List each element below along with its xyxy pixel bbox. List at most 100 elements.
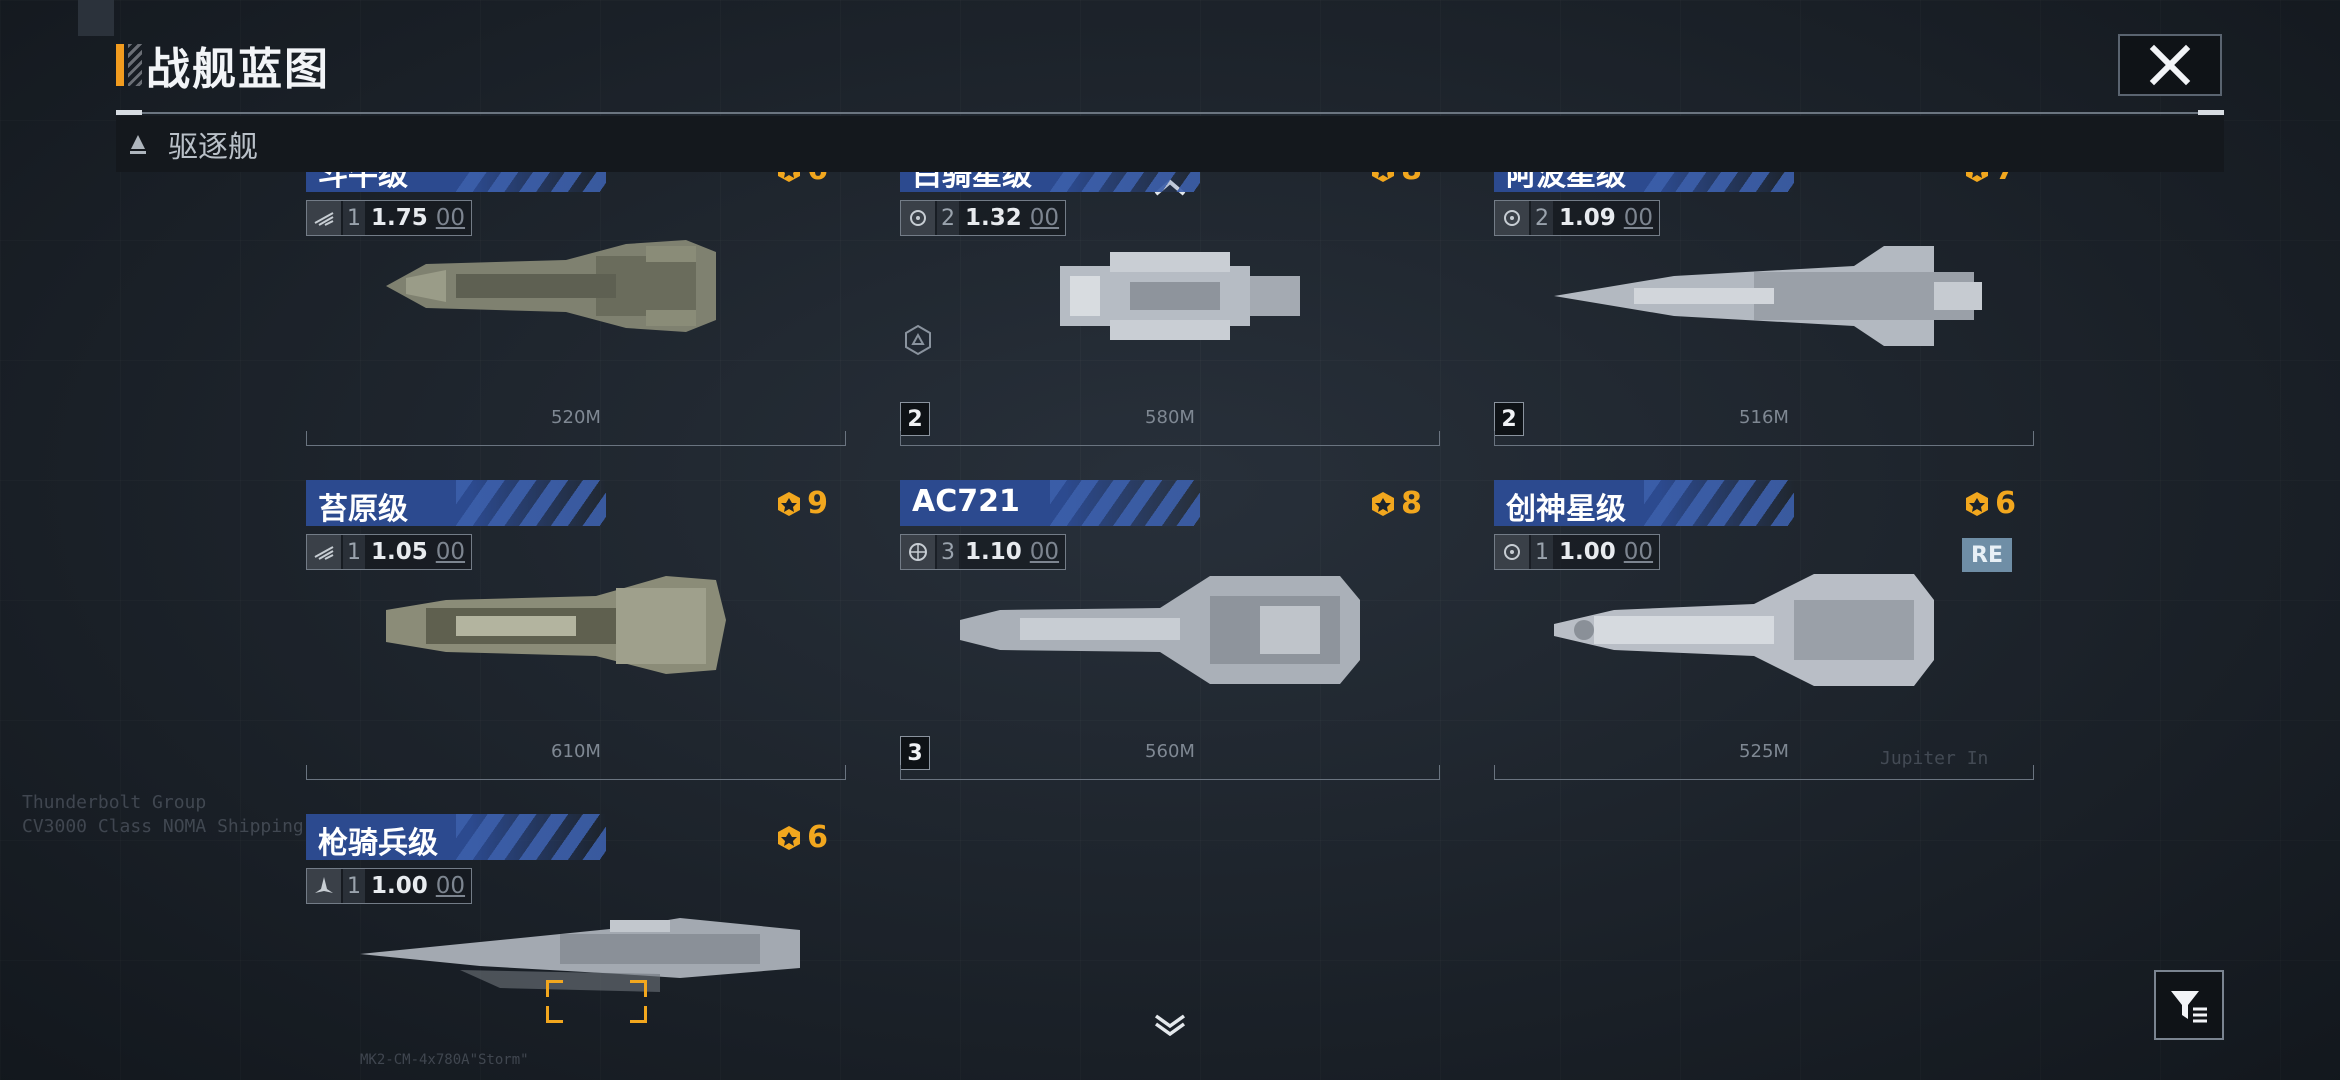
category-bar[interactable]: 驱逐舰 bbox=[116, 116, 2224, 172]
card-header: AC721 bbox=[900, 480, 1200, 526]
rank-value: 6 bbox=[807, 820, 828, 855]
triangle-icon bbox=[130, 135, 146, 154]
tier-value: 2 bbox=[1531, 201, 1553, 235]
stat-value: 1.05 00 bbox=[365, 539, 471, 565]
count-badge: 3 bbox=[900, 736, 930, 770]
stat-row: 3 1.10 00 bbox=[900, 534, 1067, 570]
ship-card[interactable]: 苔原级 9 1 1.05 00 610M bbox=[306, 480, 846, 780]
ship-name: AC721 bbox=[912, 484, 1020, 519]
rank-badge: 6 bbox=[775, 820, 828, 855]
background-text: Thunderbolt Group bbox=[22, 792, 207, 813]
ship-length: 580M bbox=[1145, 407, 1195, 428]
target-bracket bbox=[630, 980, 647, 997]
tier-value: 1 bbox=[343, 535, 365, 569]
rank-value: 9 bbox=[807, 486, 828, 521]
ship-card[interactable]: 斗牛级 6 1 1.75 00 520M bbox=[306, 146, 846, 446]
stat-main: 1.32 bbox=[965, 205, 1022, 231]
target-bracket bbox=[546, 980, 563, 997]
category-label: 驱逐舰 bbox=[168, 130, 258, 165]
ship-card[interactable]: 阿波星级 7 2 1.09 00 516M 2 bbox=[1494, 146, 2034, 446]
target-bracket bbox=[546, 1006, 563, 1023]
hexagon-icon bbox=[905, 324, 931, 356]
tier-value: 1 bbox=[343, 869, 365, 903]
close-icon bbox=[2149, 44, 2191, 86]
scroll-down-icon[interactable] bbox=[1152, 1012, 1188, 1036]
rank-icon bbox=[1966, 491, 1989, 516]
scale-axis bbox=[1494, 431, 2034, 446]
stat-decimal: 00 bbox=[1623, 205, 1654, 231]
ship-image bbox=[360, 918, 800, 992]
tier-value: 1 bbox=[343, 201, 365, 235]
stat-row: 2 1.32 00 bbox=[900, 200, 1067, 236]
ship-length: 516M bbox=[1739, 407, 1789, 428]
weapon-label: MK2-CM-4x780A"Storm" bbox=[360, 1052, 529, 1068]
target-bracket bbox=[630, 1006, 647, 1023]
stat-value: 1.32 00 bbox=[959, 205, 1065, 231]
ship-name: 创神星级 bbox=[1506, 492, 1626, 526]
stat-main: 1.10 bbox=[965, 539, 1022, 565]
header-divider bbox=[116, 110, 2224, 115]
stat-value: 1.75 00 bbox=[365, 205, 471, 231]
ship-card[interactable]: 创神星级 6 1 1.00 00 RE 525M bbox=[1494, 480, 2034, 780]
rank-value: 8 bbox=[1401, 486, 1422, 521]
count-badge: 2 bbox=[900, 402, 930, 436]
scale-axis bbox=[900, 431, 1440, 446]
stat-decimal: 00 bbox=[1623, 539, 1654, 565]
target-icon bbox=[1495, 535, 1529, 569]
stat-row: 1 1.00 00 bbox=[306, 868, 473, 904]
ship-card[interactable]: 白骑星级 8 2 1.32 00 580M 2 bbox=[900, 146, 1440, 446]
ship-card[interactable]: 枪骑兵级 6 1 1.00 00 MK2-CM-4x780A"Storm" bbox=[306, 814, 846, 1080]
stat-value: 1.09 00 bbox=[1553, 205, 1659, 231]
fighter-icon bbox=[307, 869, 341, 903]
scale-axis bbox=[900, 765, 1440, 780]
stat-main: 1.00 bbox=[1559, 539, 1616, 565]
ship-length: 520M bbox=[551, 407, 601, 428]
ship-image bbox=[960, 576, 1360, 684]
scale-axis bbox=[306, 765, 846, 780]
close-button[interactable] bbox=[2118, 34, 2222, 96]
title-stripe bbox=[128, 44, 142, 86]
stat-value: 1.00 00 bbox=[1553, 539, 1659, 565]
stat-row: 1 1.05 00 bbox=[306, 534, 473, 570]
filter-icon bbox=[2171, 991, 2207, 1023]
rank-badge: 6 bbox=[1963, 486, 2016, 521]
stat-decimal: 00 bbox=[435, 205, 466, 231]
stat-decimal: 00 bbox=[435, 539, 466, 565]
card-header: 创神星级 bbox=[1494, 480, 1794, 526]
stat-main: 1.05 bbox=[371, 539, 428, 565]
globe-icon bbox=[901, 535, 935, 569]
stat-decimal: 00 bbox=[1029, 205, 1060, 231]
page-title: 战舰蓝图 bbox=[146, 44, 330, 95]
stat-main: 1.00 bbox=[371, 873, 428, 899]
ship-name: 枪骑兵级 bbox=[318, 826, 438, 860]
tier-value: 2 bbox=[937, 201, 959, 235]
ship-image bbox=[386, 240, 716, 332]
stat-decimal: 00 bbox=[435, 873, 466, 899]
stat-row: 2 1.09 00 bbox=[1494, 200, 1661, 236]
stat-main: 1.75 bbox=[371, 205, 428, 231]
title-bar: 战舰蓝图 bbox=[116, 40, 330, 95]
target-icon bbox=[901, 201, 935, 235]
filter-button[interactable] bbox=[2154, 970, 2224, 1040]
ship-image bbox=[386, 576, 726, 674]
ship-length: 525M bbox=[1739, 741, 1789, 762]
tier-value: 1 bbox=[1531, 535, 1553, 569]
title-accent bbox=[116, 44, 124, 86]
stat-row: 1 1.75 00 bbox=[306, 200, 473, 236]
stat-main: 1.09 bbox=[1559, 205, 1616, 231]
re-badge: RE bbox=[1962, 538, 2012, 572]
rank-badge: 8 bbox=[1369, 486, 1422, 521]
stat-value: 1.10 00 bbox=[959, 539, 1065, 565]
ship-length: 560M bbox=[1145, 741, 1195, 762]
scale-axis bbox=[306, 431, 846, 446]
target-icon bbox=[1495, 201, 1529, 235]
stat-row: 1 1.00 00 bbox=[1494, 534, 1661, 570]
card-header: 枪骑兵级 bbox=[306, 814, 606, 860]
ship-card[interactable]: AC721 8 3 1.10 00 560M 3 bbox=[900, 480, 1440, 780]
background-text: CV3000 Class NOMA Shipping Group bbox=[22, 816, 369, 837]
rank-icon bbox=[1372, 491, 1395, 516]
ship-length: 610M bbox=[551, 741, 601, 762]
rank-value: 6 bbox=[1995, 486, 2016, 521]
rank-icon bbox=[778, 825, 801, 850]
ship-image bbox=[1554, 246, 1982, 346]
